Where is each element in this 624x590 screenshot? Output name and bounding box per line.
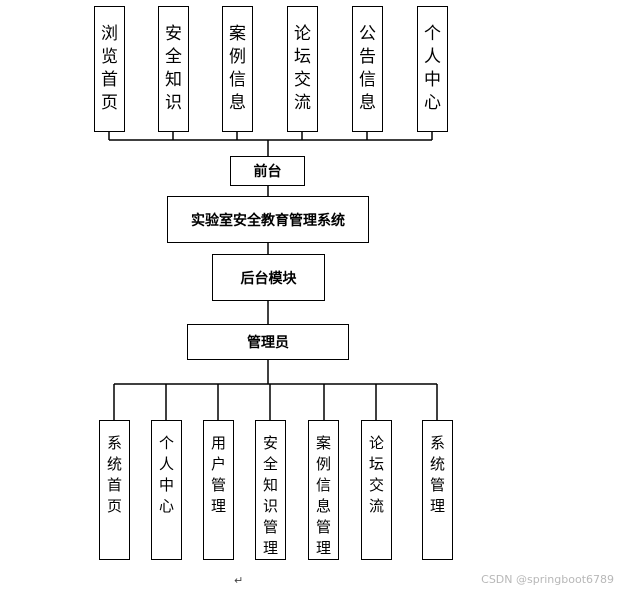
admin-node-label: 管理员 xyxy=(247,335,289,351)
backend-node-label: 后台模块 xyxy=(240,270,297,287)
module-label: 系统首页 xyxy=(106,434,122,515)
module-label: 用户管理 xyxy=(210,434,226,515)
admin-node-box: 管理员 xyxy=(187,324,349,360)
module-box-admin-forum: 论坛交流 xyxy=(361,420,392,560)
system-node-label: 实验室安全教育管理系统 xyxy=(191,212,345,229)
module-label: 浏览首页 xyxy=(101,24,118,113)
module-box-safety-knowledge: 安全知识 xyxy=(158,6,189,132)
module-box-case-info-management: 案例信息管理 xyxy=(308,420,339,560)
module-label: 案例信息 xyxy=(229,24,246,113)
module-box-safety-knowledge-management: 安全知识管理 xyxy=(255,420,286,560)
backend-node-box: 后台模块 xyxy=(212,254,325,301)
system-node-box: 实验室安全教育管理系统 xyxy=(167,196,369,243)
csdn-watermark: CSDN @springboot6789 xyxy=(481,573,614,586)
module-label: 个人中心 xyxy=(158,434,174,515)
module-box-system-management: 系统管理 xyxy=(422,420,453,560)
module-box-admin-personal-center: 个人中心 xyxy=(151,420,182,560)
module-label: 案例信息管理 xyxy=(315,434,331,557)
module-label: 论坛交流 xyxy=(294,24,311,113)
module-box-case-info: 案例信息 xyxy=(222,6,253,132)
module-box-forum: 论坛交流 xyxy=(287,6,318,132)
module-box-user-management: 用户管理 xyxy=(203,420,234,560)
front-node-label: 前台 xyxy=(253,164,282,180)
module-label: 个人中心 xyxy=(424,24,441,113)
module-box-system-home: 系统首页 xyxy=(99,420,130,560)
paragraph-mark: ↵ xyxy=(234,574,244,587)
module-label: 系统管理 xyxy=(429,434,445,515)
module-box-browse-home: 浏览首页 xyxy=(94,6,125,132)
front-node-box: 前台 xyxy=(230,156,305,186)
module-label: 安全知识管理 xyxy=(262,434,278,557)
module-label: 论坛交流 xyxy=(368,434,384,515)
module-label: 安全知识 xyxy=(165,24,182,113)
module-box-personal-center: 个人中心 xyxy=(417,6,448,132)
module-box-announcements: 公告信息 xyxy=(352,6,383,132)
module-label: 公告信息 xyxy=(359,24,376,113)
